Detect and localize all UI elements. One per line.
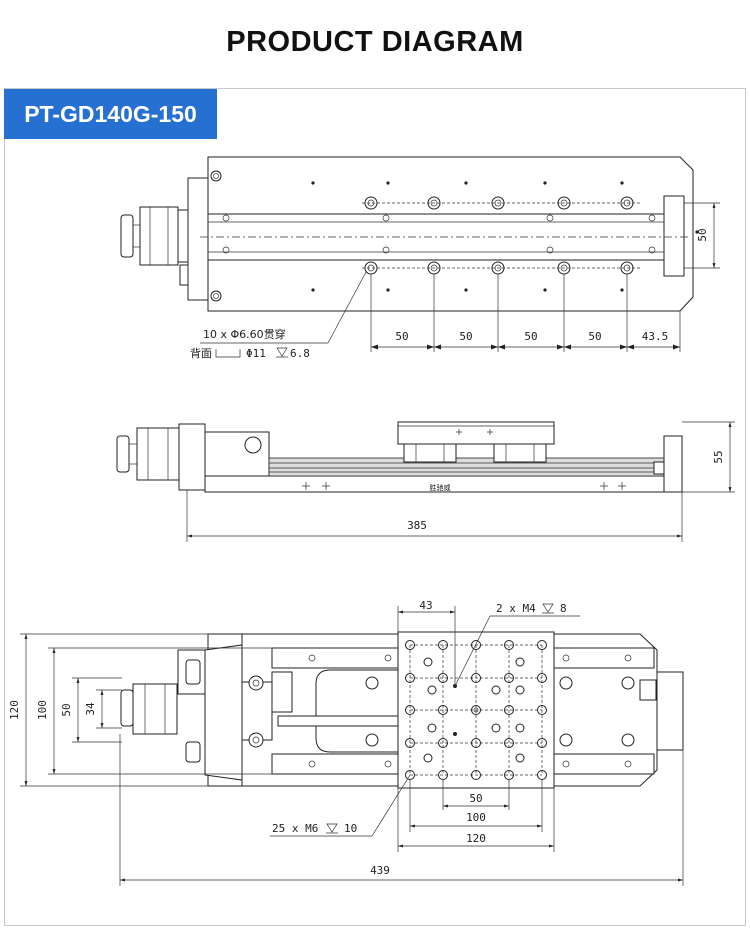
counterbore-depth: 6.8 bbox=[290, 347, 310, 360]
bottom-view: 120 100 50 34 43 2 x M4 8 25 x M6 10 bbox=[8, 599, 684, 886]
motor-body bbox=[139, 206, 179, 266]
diagram-frame bbox=[4, 88, 746, 926]
bottom-height-inner: 100 bbox=[36, 700, 49, 720]
pitch-dim-4: 50 bbox=[588, 330, 601, 343]
hole-note-line1: 10 x Φ6.60贯穿 bbox=[203, 327, 286, 341]
brand-mark: 胜驰威 bbox=[430, 483, 451, 492]
depth-symbol bbox=[276, 347, 288, 358]
m6-tap-depth: 10 bbox=[344, 822, 357, 835]
rail-right-bottom bbox=[551, 753, 655, 775]
end-offset-dim: 43.5 bbox=[642, 330, 669, 343]
rail-spacing-dim: 50 bbox=[696, 228, 709, 241]
m6-tap-note: 25 x M6 bbox=[272, 822, 318, 835]
carriage-plate-side bbox=[397, 421, 555, 445]
bottom-height-motor: 34 bbox=[84, 702, 97, 716]
pitch-dim-2: 50 bbox=[459, 330, 472, 343]
table-dim-120: 120 bbox=[466, 832, 486, 845]
hole-note-backside: 背面 bbox=[190, 346, 212, 360]
counterbore-dia: Φ11 bbox=[246, 347, 266, 360]
m4-tap-depth: 8 bbox=[560, 602, 567, 615]
motor-body-bottom bbox=[132, 683, 178, 735]
end-cap-side bbox=[663, 435, 683, 493]
model-badge: PT-GD140G-150 bbox=[4, 89, 217, 139]
page-title: PRODUCT DIAGRAM bbox=[226, 26, 524, 58]
m4-tap-note: 2 x M4 bbox=[496, 602, 536, 615]
motor-knob bbox=[120, 214, 134, 258]
bottom-length-dim: 439 bbox=[370, 864, 390, 877]
table-dim-100: 100 bbox=[466, 811, 486, 824]
carriage-offset-dim: 43 bbox=[419, 599, 432, 612]
side-view: 胜驰威 55 385 bbox=[116, 421, 735, 542]
coupling-housing bbox=[204, 431, 270, 477]
motor-body-side bbox=[136, 427, 180, 481]
motor-flange-side bbox=[178, 423, 206, 491]
end-block bbox=[663, 195, 685, 277]
table-dim-50: 50 bbox=[469, 792, 482, 805]
guide-rail-side bbox=[268, 457, 665, 477]
motor-flange bbox=[187, 177, 209, 301]
mounting-dots bbox=[222, 181, 699, 292]
depth-symbol-m6 bbox=[326, 823, 338, 834]
bottom-height-outer: 120 bbox=[8, 700, 21, 720]
rail-left-top bbox=[271, 647, 401, 669]
depth-symbol-m4 bbox=[542, 603, 554, 614]
pitch-dim-3: 50 bbox=[524, 330, 537, 343]
counterbore-symbol bbox=[215, 349, 241, 358]
end-block-bottom bbox=[656, 671, 684, 751]
motor-knob-side bbox=[116, 435, 130, 473]
tapped-holes-grid bbox=[405, 640, 547, 780]
height-dim: 55 bbox=[712, 450, 725, 463]
pitch-dim-1: 50 bbox=[395, 330, 408, 343]
motor-knob-bottom bbox=[120, 689, 134, 727]
rail-left-bottom bbox=[271, 753, 401, 775]
bottom-height-rail: 50 bbox=[60, 703, 73, 716]
rail-right-top bbox=[551, 647, 655, 669]
side-length-dim: 385 bbox=[407, 519, 427, 532]
top-view: 50 50 50 50 43.5 50 10 x Φ6.60贯穿 背面 Φ11 … bbox=[120, 156, 720, 360]
